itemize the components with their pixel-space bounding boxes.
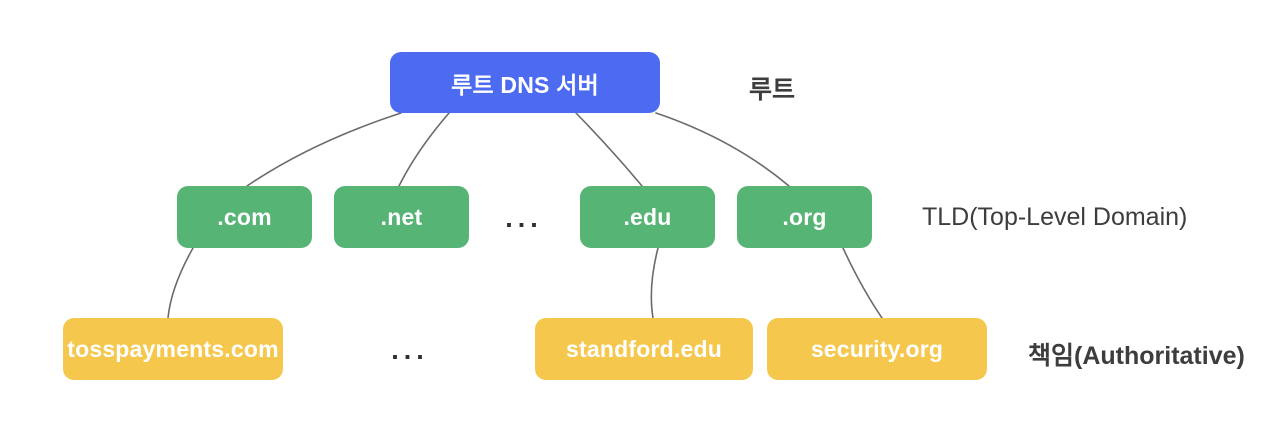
node-auth-standford-label: standford.edu — [566, 335, 722, 362]
node-tld-com-label: .com — [217, 203, 272, 230]
node-tld-com: .com — [177, 186, 312, 248]
node-auth-tosspayments-label: tosspayments.com — [67, 335, 279, 362]
node-tld-edu-label: .edu — [623, 203, 672, 230]
tier-label-authoritative: 책임(Authoritative) — [1028, 342, 1245, 370]
edge-root-to-net — [398, 112, 450, 187]
node-tld-net-label: .net — [380, 203, 423, 230]
node-tld-org-label: .org — [782, 203, 827, 230]
edge-edu-to-standford — [650, 247, 659, 319]
edge-root-to-org — [655, 112, 790, 187]
node-auth-tosspayments: tosspayments.com — [63, 318, 283, 380]
tier-label-tld: TLD(Top-Level Domain) — [922, 203, 1188, 231]
node-root-dns-server: 루트 DNS 서버 — [390, 52, 660, 113]
node-tld-edu: .edu — [580, 186, 715, 248]
node-auth-security-label: security.org — [810, 335, 944, 362]
auth-row-ellipsis: ... — [391, 335, 429, 365]
tier-label-root: 루트 — [749, 76, 796, 104]
edge-root-to-edu — [575, 112, 643, 187]
node-tld-net: .net — [334, 186, 469, 248]
edge-com-to-tosspayments — [167, 247, 194, 319]
edge-org-to-security — [842, 247, 883, 319]
node-auth-standford: standford.edu — [535, 318, 753, 380]
node-auth-security: security.org — [767, 318, 987, 380]
edge-root-to-com — [246, 112, 402, 187]
node-tld-org: .org — [737, 186, 872, 248]
tld-row-ellipsis: ... — [505, 203, 543, 233]
node-root-label: 루트 DNS 서버 — [451, 71, 599, 98]
